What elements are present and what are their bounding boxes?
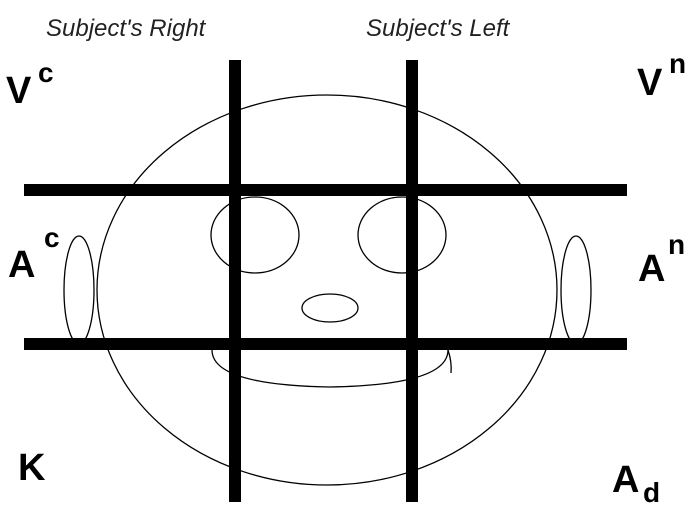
right-eye: [211, 197, 299, 273]
label-bottom-right-sub: d: [643, 477, 660, 506]
left-eye: [358, 197, 446, 273]
label-top-left: V c: [6, 57, 54, 112]
label-bottom-right-base: A: [612, 459, 639, 501]
right-ear: [64, 236, 94, 344]
label-mid-left-base: A: [8, 244, 35, 286]
head-outline: [97, 95, 557, 485]
label-mid-right-sup: n: [668, 229, 685, 260]
label-bottom-left-base: K: [18, 447, 46, 489]
mouth-corner: [448, 350, 451, 373]
label-bottom-right: A d: [612, 459, 660, 506]
label-mid-left: A c: [8, 222, 60, 286]
label-mid-left-sup: c: [44, 222, 60, 253]
label-top-right: V n: [637, 48, 686, 104]
label-mid-right: A n: [638, 229, 685, 290]
label-top-right-base: V: [637, 62, 663, 104]
nose: [302, 294, 358, 322]
label-mid-right-base: A: [638, 248, 665, 290]
label-top-left-base: V: [6, 70, 32, 112]
label-bottom-left: K: [18, 447, 46, 489]
subject-left-caption: Subject's Left: [366, 15, 511, 42]
subject-right-caption: Subject's Right: [46, 15, 207, 42]
left-ear: [561, 236, 591, 344]
label-top-left-sup: c: [38, 57, 54, 88]
label-top-right-sup: n: [669, 48, 686, 79]
